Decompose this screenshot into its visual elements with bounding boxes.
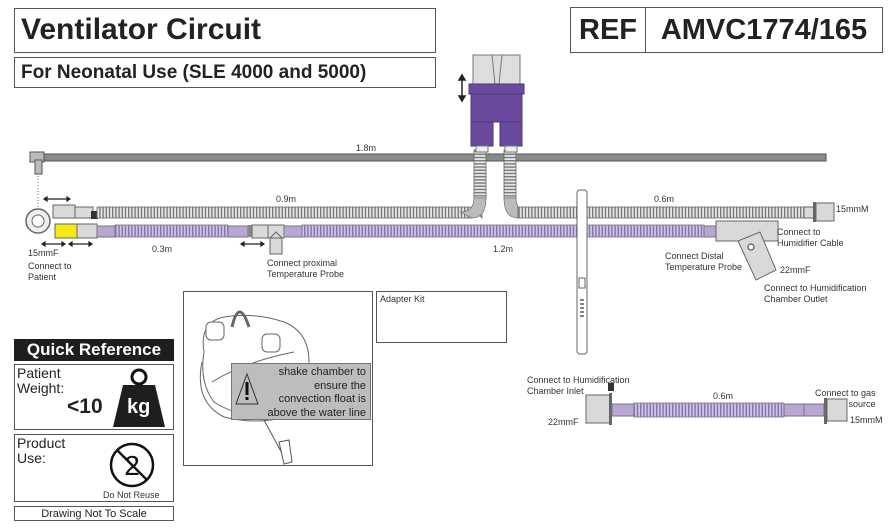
expiratory-riser	[473, 149, 487, 199]
scale-note: Drawing Not To Scale	[14, 506, 174, 521]
warning-note: shake chamber to ensure the convection f…	[231, 363, 371, 420]
patient-size-label: 15mmF	[28, 248, 59, 258]
patient-segment-tube	[114, 224, 229, 238]
chamber-inlet-connector	[585, 394, 611, 424]
warning-triangle-icon	[235, 372, 259, 405]
title-box: Ventilator Circuit	[14, 8, 436, 53]
connect-patient-label: Connect to Patient	[28, 261, 72, 282]
support-rail	[39, 153, 827, 162]
expiratory-tube	[96, 206, 473, 219]
expiratory-length-label: 0.9m	[276, 194, 297, 204]
gas-source-label: Connect to gas source	[815, 388, 876, 409]
adapter-kit-title: Adapter Kit	[380, 294, 425, 304]
adjust-arrow-icon	[457, 73, 467, 103]
quick-reference-header: Quick Reference	[14, 339, 174, 361]
humidifier-limb-length-label: 0.6m	[654, 194, 675, 204]
inlet-size-label: 22mmF	[548, 417, 579, 427]
proximal-probe-label: Connect proximal Temperature Probe	[267, 258, 345, 279]
end-connector-15mmM	[815, 202, 835, 222]
subtitle-box: For Neonatal Use (SLE 4000 and 5000)	[14, 57, 436, 88]
adapter-kit-panel: Adapter Kit	[376, 291, 507, 343]
distal-probe-label: Connect Distal Temperature Probe	[665, 251, 743, 272]
weight-label: Patient Weight:	[17, 365, 65, 396]
source-size-label: 15mmM	[850, 415, 883, 425]
ref-label: REF	[571, 8, 646, 52]
end-size-label: 15mmM	[836, 204, 869, 214]
use-label: Product Use:	[17, 435, 66, 466]
probe-port	[91, 211, 98, 219]
ref-value: AMVC1774/165	[660, 13, 868, 46]
proximal-probe-tee	[251, 224, 269, 239]
warning-text: shake chamber to ensure the convection f…	[267, 366, 366, 419]
tube-clip	[576, 189, 588, 355]
rail-length-label: 1.8m	[356, 143, 377, 153]
page-subtitle: For Neonatal Use (SLE 4000 and 5000)	[21, 62, 367, 83]
gas-source-connector	[826, 398, 848, 422]
weight-icon	[113, 368, 165, 427]
page-title: Ventilator Circuit	[21, 13, 262, 46]
patient-weight-panel: Patient Weight: <10 kg	[14, 364, 174, 430]
gas-line-tube	[633, 402, 785, 418]
inspiratory-tube	[301, 224, 705, 238]
use-value: Do Not Reuse	[103, 490, 160, 500]
humidifier-side-tube	[517, 206, 805, 219]
ventilator-connector	[468, 83, 525, 95]
humidifier-cable-label: Connect to Humidifier Cable	[777, 227, 844, 248]
chamber-outlet-label: Connect to Humidification Chamber Outlet	[764, 283, 867, 304]
patient-segment-length-label: 0.3m	[152, 244, 173, 254]
weight-value: <10	[67, 395, 103, 418]
ventilator-connector-top	[472, 54, 521, 85]
chamber-inlet-label: Connect to Humidification Chamber Inlet	[527, 375, 630, 396]
weight-unit: kg	[127, 396, 151, 418]
rail-clip	[34, 159, 43, 175]
do-not-reuse-icon: 2	[109, 442, 155, 488]
patient-yellow-connector	[54, 223, 78, 239]
chamber-outlet-22mmF	[737, 231, 777, 281]
outlet-size-label: 22mmF	[780, 265, 811, 275]
expiratory-connector	[52, 204, 76, 219]
inspiratory-riser	[503, 149, 517, 199]
product-use-panel: Product Use: 2 Do Not Reuse	[14, 434, 174, 502]
inspiratory-length-label: 1.2m	[493, 244, 514, 254]
ref-box: REF AMVC1774/165	[570, 7, 883, 53]
gas-line-length-label: 0.6m	[713, 391, 734, 401]
